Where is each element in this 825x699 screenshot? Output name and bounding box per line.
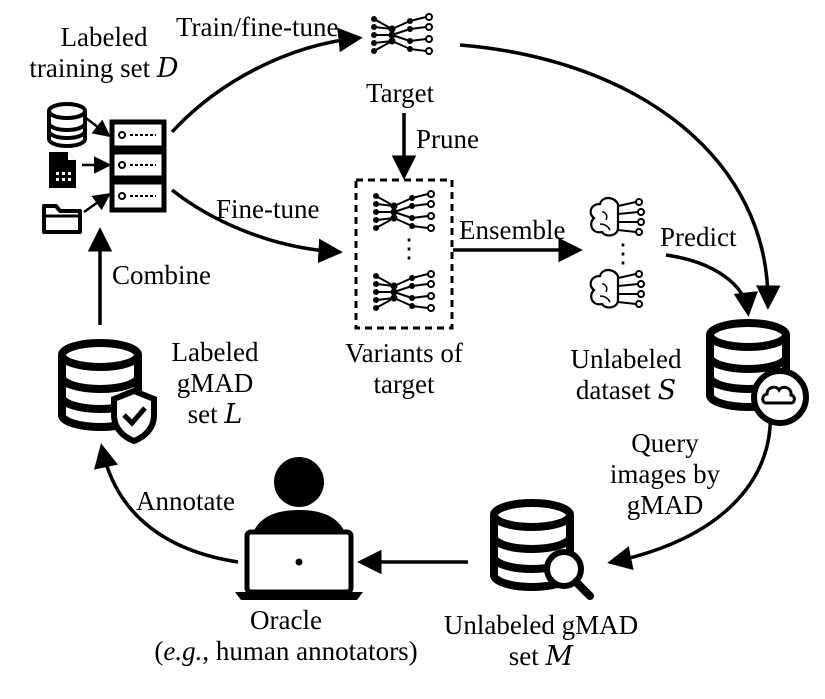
label-ensemble: Ensemble: [459, 215, 566, 245]
arrow-target-to-dataset: [459, 43, 781, 310]
shield-check-database-icon: [62, 343, 157, 445]
label-labeled-gmad-set: Labeled gMAD set L: [171, 337, 259, 430]
label-train-finetune: Train/fine-tune: [176, 12, 339, 42]
target-network-icon: [370, 13, 433, 55]
label-annotate: Annotate: [136, 486, 235, 516]
arrow-fine-tune: [170, 188, 343, 264]
label-oracle: Oracle (e.g., human annotators): [154, 605, 418, 666]
database-icon: [47, 102, 87, 148]
search-database-icon: [494, 503, 594, 600]
person-laptop-icon: [235, 457, 363, 600]
label-combine: Combine: [112, 260, 211, 290]
brain-network-icon: [589, 268, 646, 309]
label-query-images-by-gmad: Query images by gMAD: [609, 428, 721, 520]
label-variants-of-target: Variants of target: [345, 338, 463, 399]
ensemble-vdots: ⋮: [610, 239, 636, 268]
brain-network-icon: [589, 196, 646, 237]
label-fine-tune: Fine-tune: [216, 194, 320, 224]
label-target: Target: [366, 78, 435, 108]
variant-network-icon: [372, 270, 435, 312]
arrow-train-finetune: [170, 27, 363, 134]
label-prune: Prune: [416, 124, 479, 154]
arrow-annotate: [94, 443, 239, 564]
variant-network-icon: [372, 190, 435, 232]
server-stack-icon: [109, 119, 167, 213]
folder-icon: [42, 204, 82, 234]
label-unlabeled-dataset: Unlabeled dataset S: [570, 344, 682, 406]
variants-vdots: ⋮: [396, 234, 422, 263]
label-predict: Predict: [660, 222, 737, 252]
variants-box: [354, 178, 454, 330]
document-icon: [49, 152, 76, 188]
label-labeled-training-set: Labeled training set D: [29, 22, 179, 84]
arrow-query: [607, 409, 773, 571]
label-unlabeled-gmad-set: Unlabeled gMAD set M: [443, 610, 639, 672]
cloud-database-icon: [710, 323, 809, 426]
arrow-predict: [665, 253, 758, 317]
